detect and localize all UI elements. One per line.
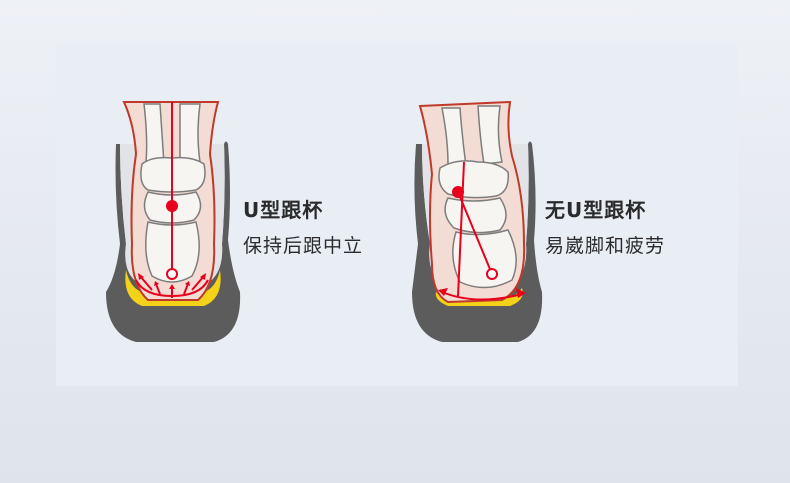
caption-right-title: 无U型跟杯 <box>545 198 647 222</box>
heel-center-dot <box>166 268 178 280</box>
caption-right-subtitle: 易崴脚和疲劳 <box>545 235 666 257</box>
u-shaped-heel-cup-foot-illustration <box>106 100 543 342</box>
caption-left: U型跟杯 保持后跟中立 <box>243 194 363 258</box>
joint-center-dot <box>166 200 178 212</box>
caption-left-subtitle: 保持后跟中立 <box>243 235 364 257</box>
caption-right: 无U型跟杯 易崴脚和疲劳 <box>545 194 665 258</box>
comparison-panel: U型跟杯 保持后跟中立 无U型跟杯 易崴脚和疲劳 <box>56 44 738 386</box>
caption-left-title: U型跟杯 <box>243 198 324 222</box>
no-heel-cup-tilted-foot-illustration <box>412 100 543 342</box>
